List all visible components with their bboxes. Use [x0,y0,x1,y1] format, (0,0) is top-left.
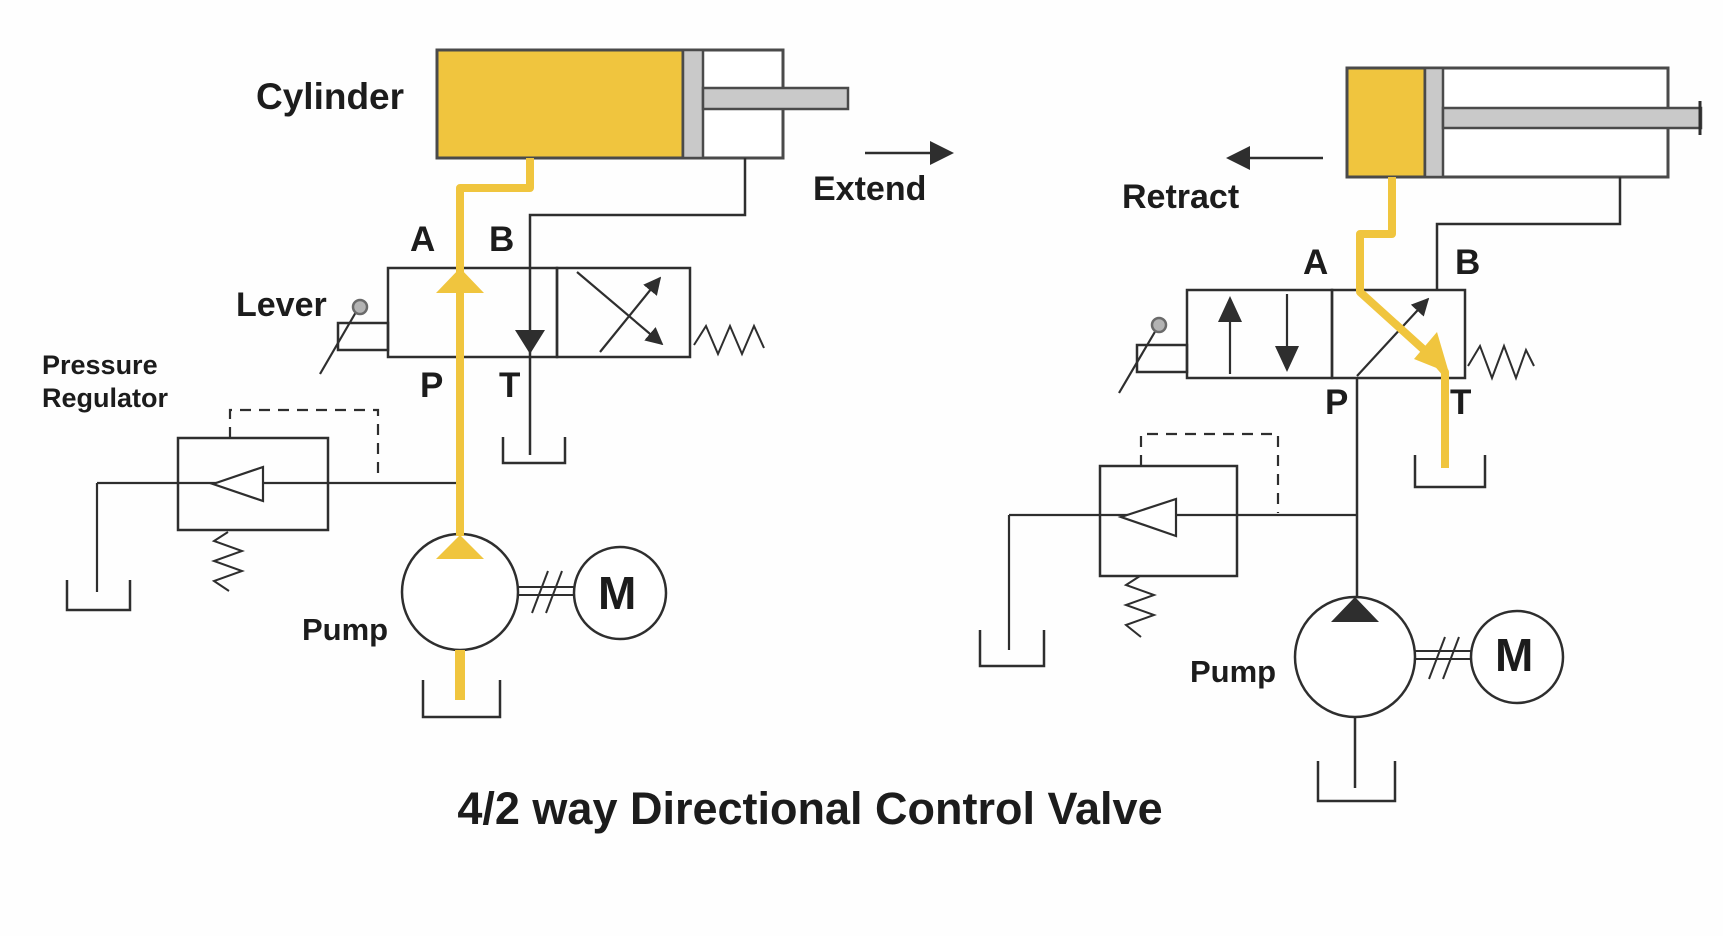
left-port-a-label: A [410,220,436,259]
diagram-title: 4/2 way Directional Control Valve [457,783,1163,834]
left-motor-label: M [598,567,637,619]
right-motor [1469,609,1565,705]
left-pump-label: Pump [302,612,389,647]
right-valve [1185,288,1535,381]
right-line-b [1435,177,1622,290]
right-t-tank [1413,455,1487,489]
right-motor-label: M [1495,629,1534,681]
right-coupling [1414,636,1472,680]
left-lever [319,298,390,375]
right-valve-spring [1467,343,1535,381]
left-valve-spring [693,323,765,357]
left-flow-path [436,158,534,700]
left-pump-flow-arrow [436,535,484,559]
right-regulator-tank [978,630,1046,668]
right-diagram [978,66,1703,803]
retract-arrow-icon [1226,146,1323,170]
right-valve-p-to-b [1356,297,1430,377]
left-port-b-label: B [489,220,515,259]
right-pump-label: Pump [1190,654,1277,689]
left-t-tank [501,437,567,465]
left-regulator-tank [65,580,132,612]
left-pressure-regulator [65,408,458,612]
left-port-t-label: T [499,366,521,405]
right-cylinder [1345,66,1703,179]
right-flow-path [1356,177,1449,468]
left-valve [386,266,765,359]
left-pump-tank [421,680,502,719]
pressure-regulator-label-line1: Pressure [42,350,158,380]
left-motor [572,545,668,641]
right-port-p-label: P [1325,383,1349,422]
right-port-b-label: B [1455,243,1481,282]
left-valve-down-arrow [515,330,545,354]
right-port-t-label: T [1450,383,1472,422]
retract-label: Retract [1122,178,1240,216]
extend-label: Extend [813,170,927,208]
left-port-p-label: P [420,366,444,405]
right-lever [1118,316,1189,394]
right-pilot-dashed-line [1139,432,1280,513]
left-coupling [518,570,574,614]
left-diagram [65,48,954,719]
cylinder-label: Cylinder [256,76,405,117]
right-regulator-spring [1123,575,1157,638]
right-piston-rod [1441,106,1703,130]
left-regulator-spring [211,531,245,592]
left-cylinder [435,48,850,160]
left-piston-rod [701,86,850,111]
right-pump-flow-arrow [1331,597,1379,622]
pressure-regulator-label-line2: Regulator [42,383,169,413]
left-piston [681,48,705,160]
right-pressure-regulator [978,432,1357,668]
right-pump-tank [1316,761,1397,803]
right-piston [1423,66,1445,179]
extend-arrow-icon [865,141,954,165]
lever-label: Lever [236,286,327,324]
right-valve-a-to-t-arrow [1414,332,1449,373]
left-pilot-dashed-line [228,408,380,481]
right-port-a-label: A [1303,243,1329,282]
